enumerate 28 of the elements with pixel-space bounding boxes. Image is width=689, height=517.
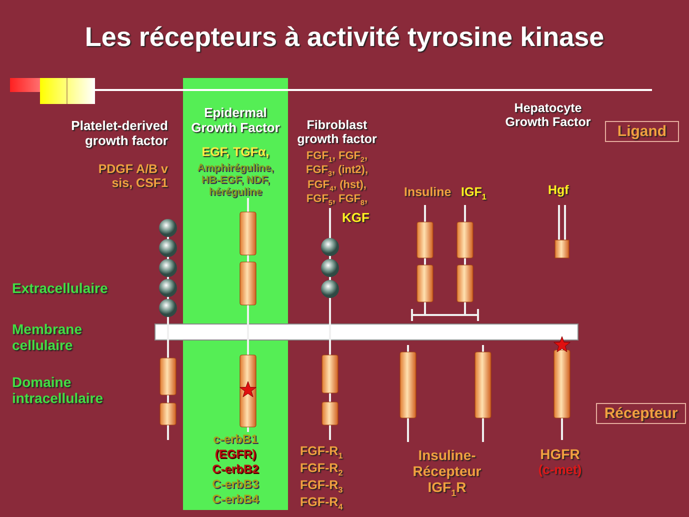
region-label: Extracellulaire (12, 280, 108, 296)
ligand-name: IGF$_{1}$ (461, 185, 486, 202)
receptor-name: C-erbB2 (211, 463, 260, 477)
membrane-bar (154, 324, 578, 340)
receptor-name: c-erbB1 (212, 433, 259, 447)
ligand-names: FGF$_{1}$, FGF$_{2}$, FGF$_{3}$, (int2), FGF$_{4}$, (hst), FGF$_{5}$, FGF$_{8}$, (304, 150, 370, 208)
ligand-names: EGF, TGFα, (200, 145, 270, 160)
ligand-name: KGF (342, 211, 370, 226)
receptor-name: C-erbB4 (211, 493, 260, 507)
region-label: Membrane cellulaire (12, 321, 84, 354)
receptor-name: Insuline-Récepteur IGF$_{1}$R (412, 447, 482, 498)
receptor-name: C-erbB3 (211, 478, 260, 492)
ligand-names: PDGF A/B v sis, CSF1 (97, 162, 168, 191)
ligand-names: Amphiréguline, HB-EGF, NDF, héréguline (196, 162, 275, 198)
region-label: Domaine intracellulaire (12, 374, 104, 406)
legend-tag: Récepteur (596, 403, 686, 424)
factor-name: Epidermal Growth Factor (190, 106, 281, 136)
factor-name: Fibroblast growth factor (296, 118, 378, 147)
receptor-name: FGF-R$_{1}$ FGF-R$_{2}$ FGF-R$_{3}$ FGF-R$_{4}$ (300, 444, 344, 512)
ligand-name: Hgf (548, 183, 569, 198)
receptor-name: HGFR (539, 446, 581, 462)
factor-name: Platelet-derived growth factor (70, 119, 168, 149)
factor-name: Hepatocyte Growth Factor (505, 101, 591, 130)
legend-tag: Ligand (605, 121, 679, 142)
receptor-alias: (c-met) (537, 463, 583, 478)
receptor-name: (EGFR) (214, 448, 258, 462)
ligand-name: Insuline (404, 185, 452, 200)
slide-title: Les récepteurs à activité tyrosine kinase (84, 22, 606, 54)
